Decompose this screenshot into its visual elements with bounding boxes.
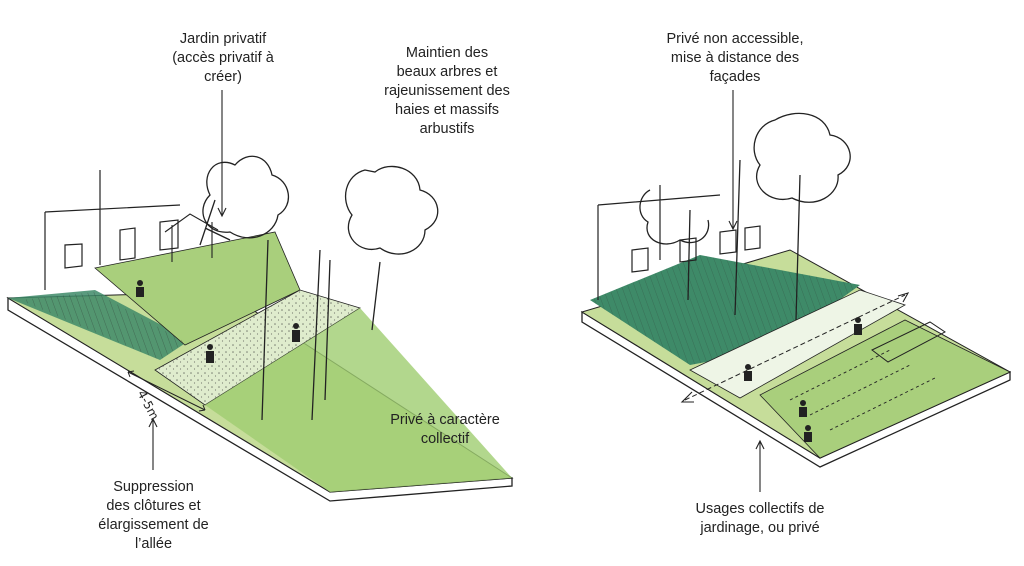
label-line: mise à distance des	[670, 50, 800, 66]
label-line: façades	[709, 69, 761, 85]
right-path-arrow	[684, 294, 906, 401]
left-leaders	[148, 90, 227, 470]
right-planters	[871, 321, 946, 363]
label-line: arbustifs	[419, 121, 475, 137]
left-building	[44, 170, 181, 290]
label-usages-collectifs: Usages collectifs de jardinage, ou privé	[670, 500, 850, 538]
right-people	[744, 317, 862, 442]
label-line: (accès privatif à	[172, 50, 274, 66]
label-line: Maintien des	[405, 45, 489, 61]
left-sketch	[6, 155, 514, 502]
right-garden-plots	[759, 319, 1011, 459]
left-pergola	[164, 213, 219, 262]
right-path	[689, 289, 906, 399]
right-building	[597, 185, 761, 300]
left-people	[136, 280, 300, 363]
label-line: Usages collectifs de	[695, 501, 825, 517]
label-line: Suppression	[113, 479, 194, 495]
label-line: élargissement de	[98, 517, 209, 533]
label-line: beaux arbres et	[396, 64, 498, 80]
label-line: collectif	[420, 431, 470, 447]
left-trees	[199, 155, 439, 421]
label-prive-non-accessible: Privé non accessible, mise à distance de…	[640, 30, 830, 87]
left-front-lawn	[205, 308, 512, 492]
label-suppression: Suppression des clôtures et élargissemen…	[86, 478, 221, 554]
label-maintien: Maintien des beaux arbres et rajeunissem…	[362, 44, 532, 139]
label-line: l’allée	[134, 536, 173, 552]
right-trees	[639, 112, 851, 321]
label-prive-collectif: Privé à caractère collectif	[360, 411, 530, 449]
label-line: rajeunissement des	[384, 83, 510, 99]
label-line: Jardin privatif	[179, 31, 267, 47]
right-sketch	[580, 112, 1012, 468]
right-leaders	[728, 90, 765, 492]
left-dimension-line	[127, 371, 206, 411]
label-jardin-privatif: Jardin privatif (accès privatif à créer)	[148, 30, 298, 87]
label-line: Privé non accessible,	[666, 31, 804, 47]
label-line: des clôtures et	[106, 498, 201, 514]
label-line: Privé à caractère	[390, 412, 500, 428]
label-line: haies et massifs	[395, 102, 499, 118]
label-line: créer)	[204, 69, 242, 85]
label-line: jardinage, ou privé	[700, 520, 820, 536]
